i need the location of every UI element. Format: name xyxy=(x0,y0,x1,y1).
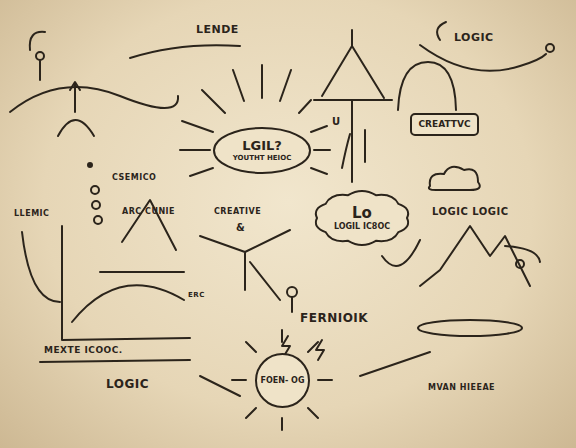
sketch-label: MVAN HIEEAE xyxy=(428,384,495,393)
node-text: LGIL? xyxy=(242,139,282,154)
node-text: YOUTHT HEIOC xyxy=(233,154,292,162)
sketch-label: U xyxy=(332,116,341,127)
node-text: FOEN- OG xyxy=(261,376,305,385)
sketch-label: CSEMICO xyxy=(112,174,156,183)
node-text: CREATTVC xyxy=(418,119,470,129)
sketch-node: LGIL?YOUTHT HEIOC xyxy=(213,127,311,174)
sketch-label: LENDE xyxy=(196,24,239,36)
sketch-label: CREATIVE xyxy=(214,208,261,217)
node-text: LOGIL IC8OC xyxy=(334,222,390,231)
sketch-label: LOGIC xyxy=(454,32,494,44)
sketch-label: LLEMIC xyxy=(14,210,49,219)
sketch-label: ERC xyxy=(188,292,205,300)
sketch-label: LOGIC xyxy=(106,378,149,391)
sketch-node: CREATTVC xyxy=(410,113,479,136)
sketch-label: ARC CUNIE xyxy=(122,208,175,217)
sketch-label: MEXTE ICOOC. xyxy=(44,346,123,356)
node-text: Lo xyxy=(352,205,372,222)
sketch-label: LOGIC LOGIC xyxy=(432,206,509,217)
sketch-node: FOEN- OG xyxy=(255,353,310,408)
sketch-label: & xyxy=(236,222,245,233)
sketch-label: FERNIOIK xyxy=(300,312,368,325)
sketch-node: LoLOGIL IC8OC xyxy=(315,192,409,244)
